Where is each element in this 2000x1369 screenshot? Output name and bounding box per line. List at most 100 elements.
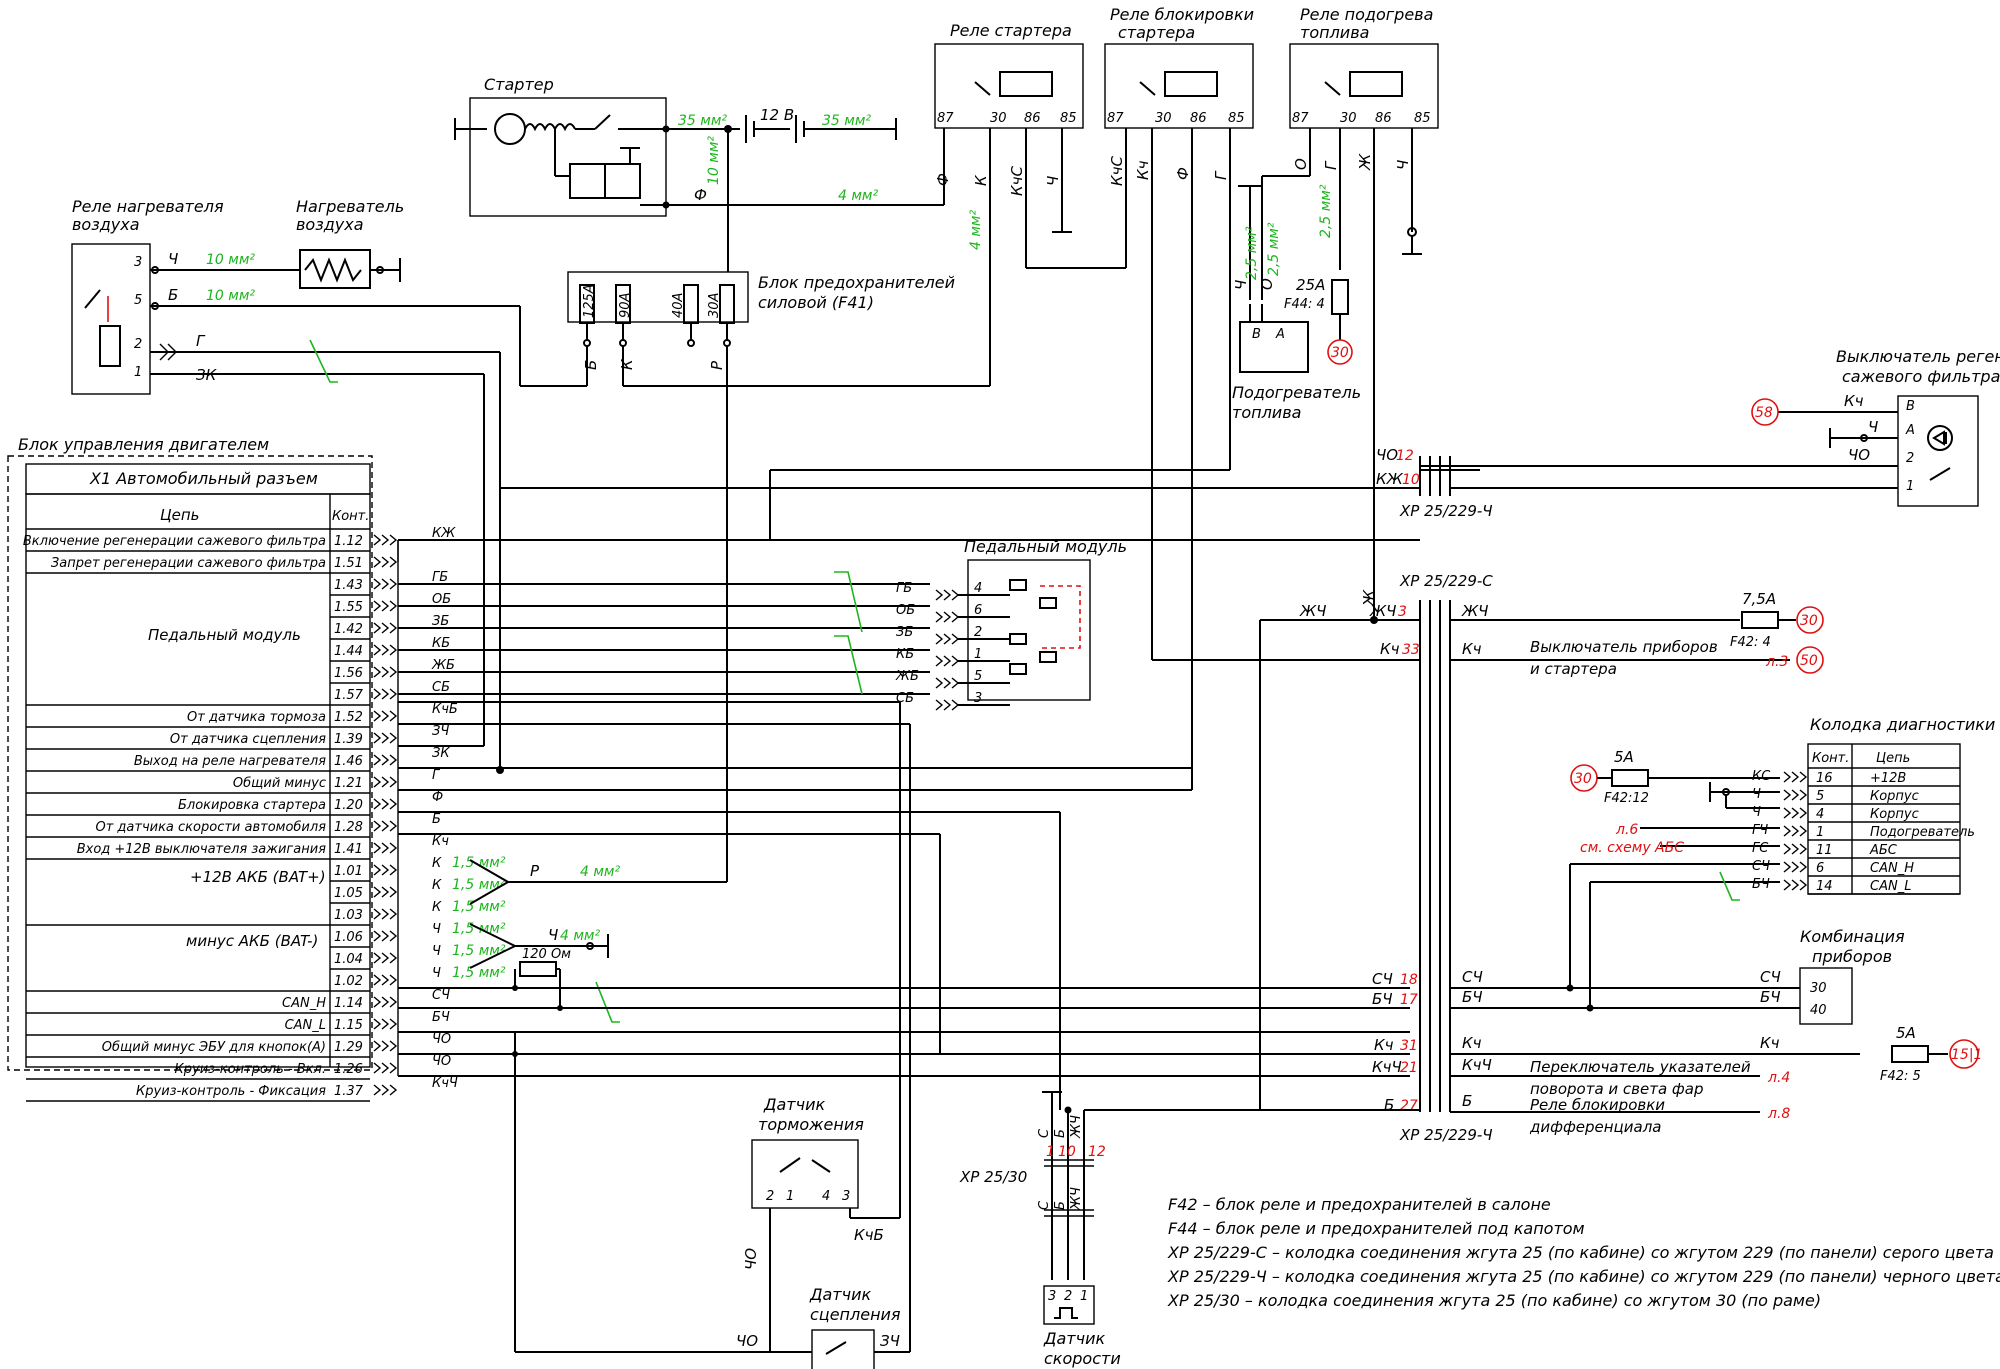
air-pin-3: 3 (134, 255, 142, 270)
wire-Kch-xp2: Кч (1374, 1036, 1394, 1054)
fuel-relay-title-1: Реле подогрева (1300, 5, 1433, 24)
pin-V: В (1252, 327, 1261, 342)
brake-pin-4: 4 (822, 1189, 830, 1204)
diag-row-circuit: CAN_H (1870, 861, 1914, 876)
battery: 12 В 35 мм² 35 мм² (666, 106, 897, 143)
ecu-block-title: Блок управления двигателем (18, 435, 269, 454)
ecu-group-pedal: Педальный модуль (148, 626, 301, 644)
section-4-starter: 4 мм² (838, 188, 878, 204)
pedal-wire-label: ЗБ (896, 625, 913, 640)
pedal-pin-label: 4 (974, 581, 982, 596)
air-relay-title-1: Реле нагревателя (72, 197, 224, 216)
pin-A: А (1275, 327, 1285, 342)
pin-87: 87 (937, 111, 954, 126)
wire-BCh-r: БЧ (1462, 988, 1483, 1006)
section-25-heater-a: 2,5 мм² (1244, 226, 1260, 280)
ecu-row-pin: 1.56 (334, 666, 363, 681)
fuse-f42-5: 5А (1896, 1024, 1916, 1042)
ecu-row-circuit: CAN_H (282, 996, 326, 1011)
wire-KchS-b: КчС (1108, 155, 1126, 186)
ecu-wire-label: Кч (432, 834, 449, 849)
ecu-wire-label: ОБ (432, 592, 451, 607)
ecu-wire-label: Г (432, 768, 441, 783)
ecu-row-circuit: Блокировка стартера (178, 798, 326, 813)
air-heater-title-1: Нагреватель (296, 197, 404, 216)
diag-row-pin: 16 (1816, 771, 1833, 786)
wire-BCh-cl: БЧ (1760, 988, 1781, 1006)
ignition-title-2: и стартера (1530, 660, 1617, 678)
speed-wire-B2: Б (1053, 1201, 1068, 1210)
diag-block: Колодка диагностики Конт. Цепь 16+12ВКС5… (1752, 715, 1995, 895)
clutch-title-1: Датчик (809, 1285, 871, 1304)
ecu-wire-label: К (432, 878, 442, 893)
cluster-pin-30: 30 (1810, 981, 1827, 996)
pin-85: 85 (1228, 111, 1245, 126)
wire-KchS-a: КчС (1008, 165, 1026, 196)
diag-row-circuit: Подогреватель (1870, 825, 1975, 840)
ecu-row-pin: 1.06 (334, 930, 363, 945)
speed-pin-a: 3 (1048, 1289, 1056, 1304)
wire-KchCh-r2: КчЧ (1462, 1056, 1492, 1074)
ecu-row-circuit: Выход на реле нагревателя (134, 754, 326, 769)
section-10-air-a: 10 мм² (206, 252, 255, 268)
section-35-b: 35 мм² (822, 113, 871, 129)
diag-row-circuit: +12В (1870, 771, 1906, 786)
wire-SCh-r: СЧ (1462, 968, 1483, 986)
turn-switch-1: Переключатель указателей (1530, 1058, 1751, 1076)
xp-s-label: XP 25/229-С (1399, 572, 1493, 590)
section-4-relay: 4 мм² (968, 210, 984, 250)
speed-wire-ZhCh: ЖЧ (1069, 1115, 1084, 1139)
ecu-row-pin: 1.04 (334, 952, 363, 967)
wire-Ch-minus: Ч (548, 926, 558, 944)
ecu-row-pin: 1.52 (334, 710, 363, 725)
diag-row-pin: 1 (1816, 825, 1824, 840)
ecu-row-circuit: Общий минус (233, 776, 326, 791)
regen-pin-1: 1 (1906, 479, 1914, 494)
wire-ZhCh-xpc: ЖЧ (1299, 602, 1326, 620)
ecu-col-circuit: Цепь (160, 506, 200, 524)
ref-58: 58 (1755, 405, 1773, 421)
air-pin-2: 2 (134, 337, 142, 352)
wire-B-r2: Б (1462, 1092, 1472, 1110)
ecu-row-circuit: Запрет регенерации сажевого фильтра (51, 556, 326, 571)
fuse-30: 30А (707, 293, 722, 318)
diag-row-circuit: Корпус (1870, 807, 1919, 822)
battery-label: 12 В (760, 106, 794, 124)
pin-87: 87 (1107, 111, 1124, 126)
ecu-wire-label: СБ (432, 680, 450, 695)
air-pin-1: 1 (134, 365, 142, 380)
pedal-wire-label: ГБ (896, 581, 912, 596)
xp-pin-31: 31 (1400, 1038, 1418, 1054)
ecu-wire-section: 1,5 мм² (452, 943, 506, 959)
wire-Ch-air: Ч (168, 250, 178, 268)
pin-86: 86 (1190, 111, 1207, 126)
regen-title-2: сажевого фильтра (1842, 367, 2000, 386)
ref-30-a: 30 (1331, 345, 1349, 361)
ecu-row-pin: 1.15 (334, 1018, 363, 1033)
wire-SCh-xp: СЧ (1372, 970, 1393, 988)
fuse-f42-12: 5А (1614, 748, 1634, 766)
cluster-pin-40: 40 (1810, 1003, 1827, 1018)
wire-BCh-xp: БЧ (1372, 990, 1393, 1008)
ecu-row-circuit: От датчика скорости автомобиля (95, 820, 326, 835)
ecu-wire-section: 1,5 мм² (452, 899, 506, 915)
lock-relay-title-2: стартера (1118, 23, 1195, 42)
ecu-wire-label: ЧО (432, 1032, 451, 1047)
diag-row-wire: Ч (1752, 787, 1761, 802)
wire-F-starter: Ф (694, 186, 707, 204)
xp-pin-27: 27 (1400, 1098, 1418, 1114)
instrument-cluster: Комбинация приборов 30 40 (1799, 927, 1905, 1025)
wire-B-fuse: Б (582, 360, 600, 370)
ecu-wire-label: ГБ (432, 570, 448, 585)
fuel-heater-title-2: топлива (1232, 403, 1301, 422)
speed-title-2: скорости (1044, 1349, 1121, 1368)
fuse-f42-5-ref: F42: 5 (1880, 1069, 1921, 1084)
regen-title-1: Выключатель регенерации (1836, 347, 2000, 366)
wire-ChO-xp: ЧО (1376, 446, 1398, 464)
pin-30: 30 (990, 111, 1007, 126)
ecu-row-pin: 1.39 (334, 732, 363, 747)
ecu-row-pin: 1.42 (334, 622, 363, 637)
fuel-heater-relay: Реле подогрева топлива 87 30 86 85 (1289, 5, 1439, 129)
ecu-wire-label: КчБ (432, 702, 458, 717)
